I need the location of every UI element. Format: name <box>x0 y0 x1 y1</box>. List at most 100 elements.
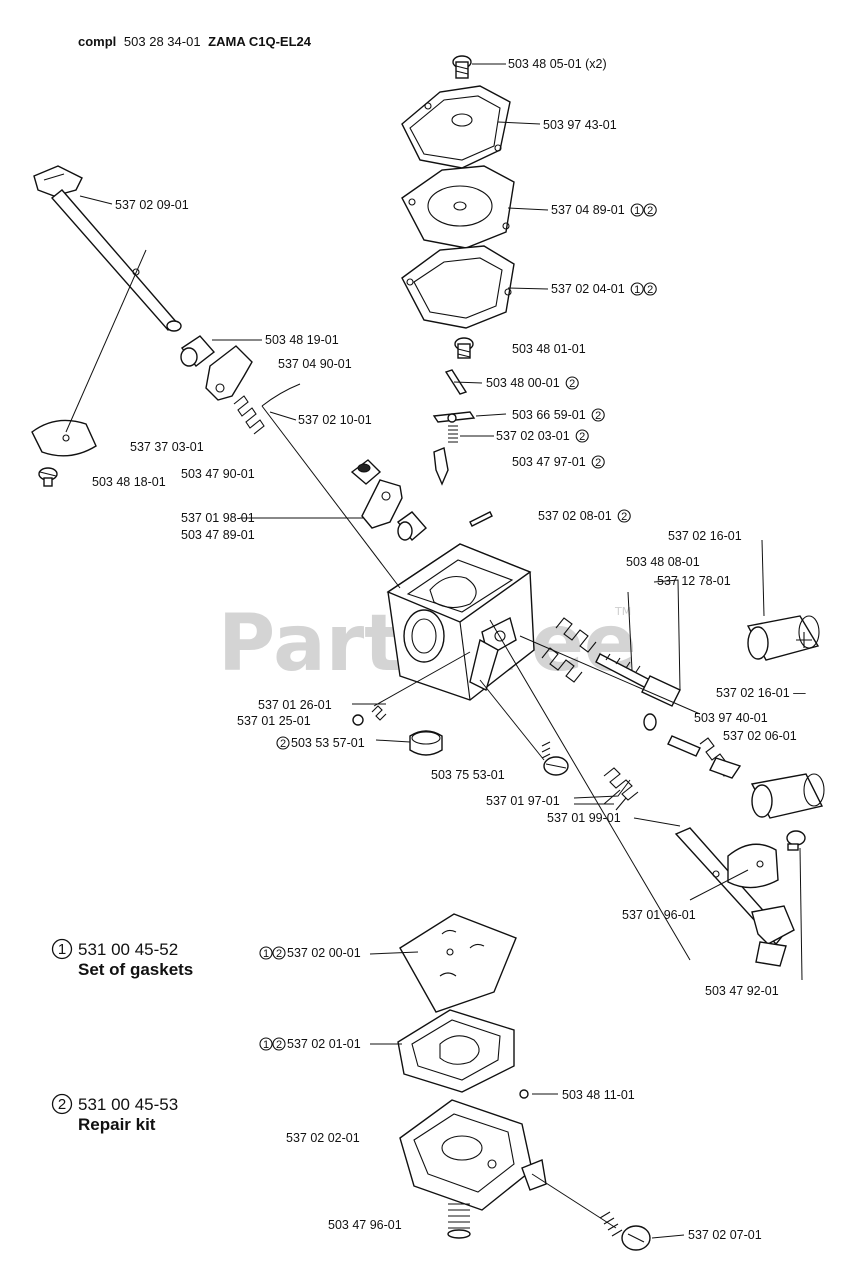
part-callout: 503 48 11-01 <box>562 1088 635 1102</box>
part-callout: 537 04 90-01 <box>278 357 352 371</box>
part-number-label: 503 53 57-01 <box>291 736 365 750</box>
choke-screw-drawing <box>755 830 806 967</box>
part-callout: 537 02 07-01 <box>688 1228 762 1242</box>
part-callout: 503 48 05-01 (x2) <box>508 57 607 71</box>
part-number-label: 537 02 10-01 <box>298 413 372 427</box>
carburetor-body-drawing <box>386 543 535 701</box>
throttle-plate-drawing <box>31 419 97 457</box>
part-number-label: 537 02 07-01 <box>688 1228 762 1242</box>
part-number-label: 537 02 04-01 <box>551 282 625 296</box>
kit-name: Repair kit <box>78 1115 156 1134</box>
part-callout: 503 47 96-01 <box>328 1218 402 1232</box>
part-callout: 503 97 43-01 <box>543 118 617 132</box>
part-number-label: 503 48 08-01 <box>626 555 700 569</box>
kit-mark-circle <box>617 509 631 523</box>
metering-diaphragm-drawing <box>397 1009 515 1093</box>
part-number-label: 537 01 96-01 <box>622 908 696 922</box>
part-number-label: 503 97 43-01 <box>543 118 617 132</box>
part-number-label: 537 02 08-01 <box>538 509 612 523</box>
part-number-label: 537 02 16-01 <box>668 529 742 543</box>
throttle-return-spring-drawing <box>233 383 301 435</box>
kit-mark-text: 1 <box>634 205 640 217</box>
part-callout: 503 48 18-01 <box>92 475 166 489</box>
kit-mark-circle <box>591 455 605 469</box>
part-number-label: 503 48 18-01 <box>92 475 166 489</box>
filter-screen-drawing <box>409 730 443 756</box>
kit-mark-circle <box>276 736 290 750</box>
kit-mark-text: 2 <box>569 378 575 390</box>
part-callout: 503 75 53-01 <box>431 768 505 782</box>
part-callout: 537 01 97-01 <box>486 794 560 808</box>
part-number-label: 537 02 09-01 <box>115 198 189 212</box>
throttle-shaft-drawing <box>33 165 182 332</box>
part-number-label: 537 01 26-01 <box>258 698 332 712</box>
kit-mark-text: 1 <box>634 284 640 296</box>
choke-lever-drawing <box>361 479 403 529</box>
kit-mark-circle <box>565 376 579 390</box>
part-callout: 537 02 16-01 <box>668 529 742 543</box>
part-callout: 537 02 10-01 <box>298 413 372 427</box>
part-callout: 537 01 99-01 <box>547 811 621 825</box>
limiter-cap-top-drawing <box>746 615 820 661</box>
part-number-label: 537 37 03-01 <box>130 440 204 454</box>
part-number-label: 537 02 02-01 <box>286 1131 360 1145</box>
part-callout: 537 01 25-01 <box>237 714 311 728</box>
part-callout: 537 37 03-01 <box>130 440 204 454</box>
part-callout: 537 01 98-01 <box>181 511 255 525</box>
kit-mark-circle <box>272 946 286 960</box>
part-labels: 503 48 05-01 (x2) 503 97 43-01 537 04 89-0… <box>92 57 806 1242</box>
metering-cover-drawing <box>399 1099 547 1211</box>
pump-diaphragm-drawing <box>401 165 515 249</box>
part-number-label: 503 48 01-01 <box>512 342 586 356</box>
part-number-label: 537 01 25-01 <box>237 714 311 728</box>
kit-mark-text: 1 <box>58 941 66 958</box>
kit-mark-circle <box>51 938 73 960</box>
kit-number: 531 00 45-52 <box>78 940 178 959</box>
inlet-valve-group-drawing <box>432 337 476 486</box>
small-rings-drawing <box>352 705 387 726</box>
kit-mark-text: 2 <box>647 205 653 217</box>
part-number-label: 537 01 99-01 <box>547 811 621 825</box>
part-number-label: 503 47 90-01 <box>181 467 255 481</box>
part-number-label: 503 47 92-01 <box>705 984 779 998</box>
plate-screw-drawing <box>38 467 58 487</box>
part-callout: 503 97 40-01 <box>694 711 768 725</box>
part-number-label: 537 02 03-01 <box>496 429 570 443</box>
part-number-label: 503 47 96-01 <box>328 1218 402 1232</box>
lever-screw-drawing <box>541 741 569 776</box>
part-number-label: 503 75 53-01 <box>431 768 505 782</box>
choke-bushing-drawing <box>396 511 427 542</box>
metering-gasket-drawing <box>399 913 517 1013</box>
kit-item-gaskets: 1 531 00 45-52 Set of gaskets <box>51 938 193 979</box>
part-number-label: 537 02 01-01 <box>287 1037 361 1051</box>
kit-item-repair: 2 531 00 45-53 Repair kit <box>51 1093 178 1134</box>
pivot-pin-drawing <box>469 511 493 527</box>
part-number-label: 503 47 89-01 <box>181 528 255 542</box>
part-number-label: 503 47 97-01 <box>512 455 586 469</box>
diagram-header: compl 503 28 34-01 ZAMA C1Q-EL24 <box>78 34 312 49</box>
metering-ring-drawing <box>519 1089 529 1099</box>
header-number: 503 28 34-01 <box>124 34 201 49</box>
kit-mark-circle <box>51 1093 73 1115</box>
kit-mark-circle <box>259 1037 273 1051</box>
cover-screw-drawing <box>452 55 472 79</box>
svg-text:compl 503 28 34-01: compl 503 28 34-01 ZAMA C1Q-EL24 <box>78 34 312 49</box>
part-callout: 503 47 90-01 <box>181 467 255 481</box>
kit-number: 531 00 45-53 <box>78 1095 178 1114</box>
kit-mark-circle <box>630 282 644 296</box>
kit-mark-text: 2 <box>579 431 585 443</box>
part-callout: 537 01 26-01 <box>258 698 332 712</box>
kit-mark-circle <box>575 429 589 443</box>
kit-mark-circle <box>643 282 657 296</box>
kit-mark-circle <box>630 203 644 217</box>
part-callout: 503 48 19-01 <box>265 333 339 347</box>
part-number-label: 537 01 98-01 <box>181 511 255 525</box>
header-model: ZAMA C1Q-EL24 <box>208 34 312 49</box>
part-callout: 537 02 03-01 2 <box>496 429 589 443</box>
